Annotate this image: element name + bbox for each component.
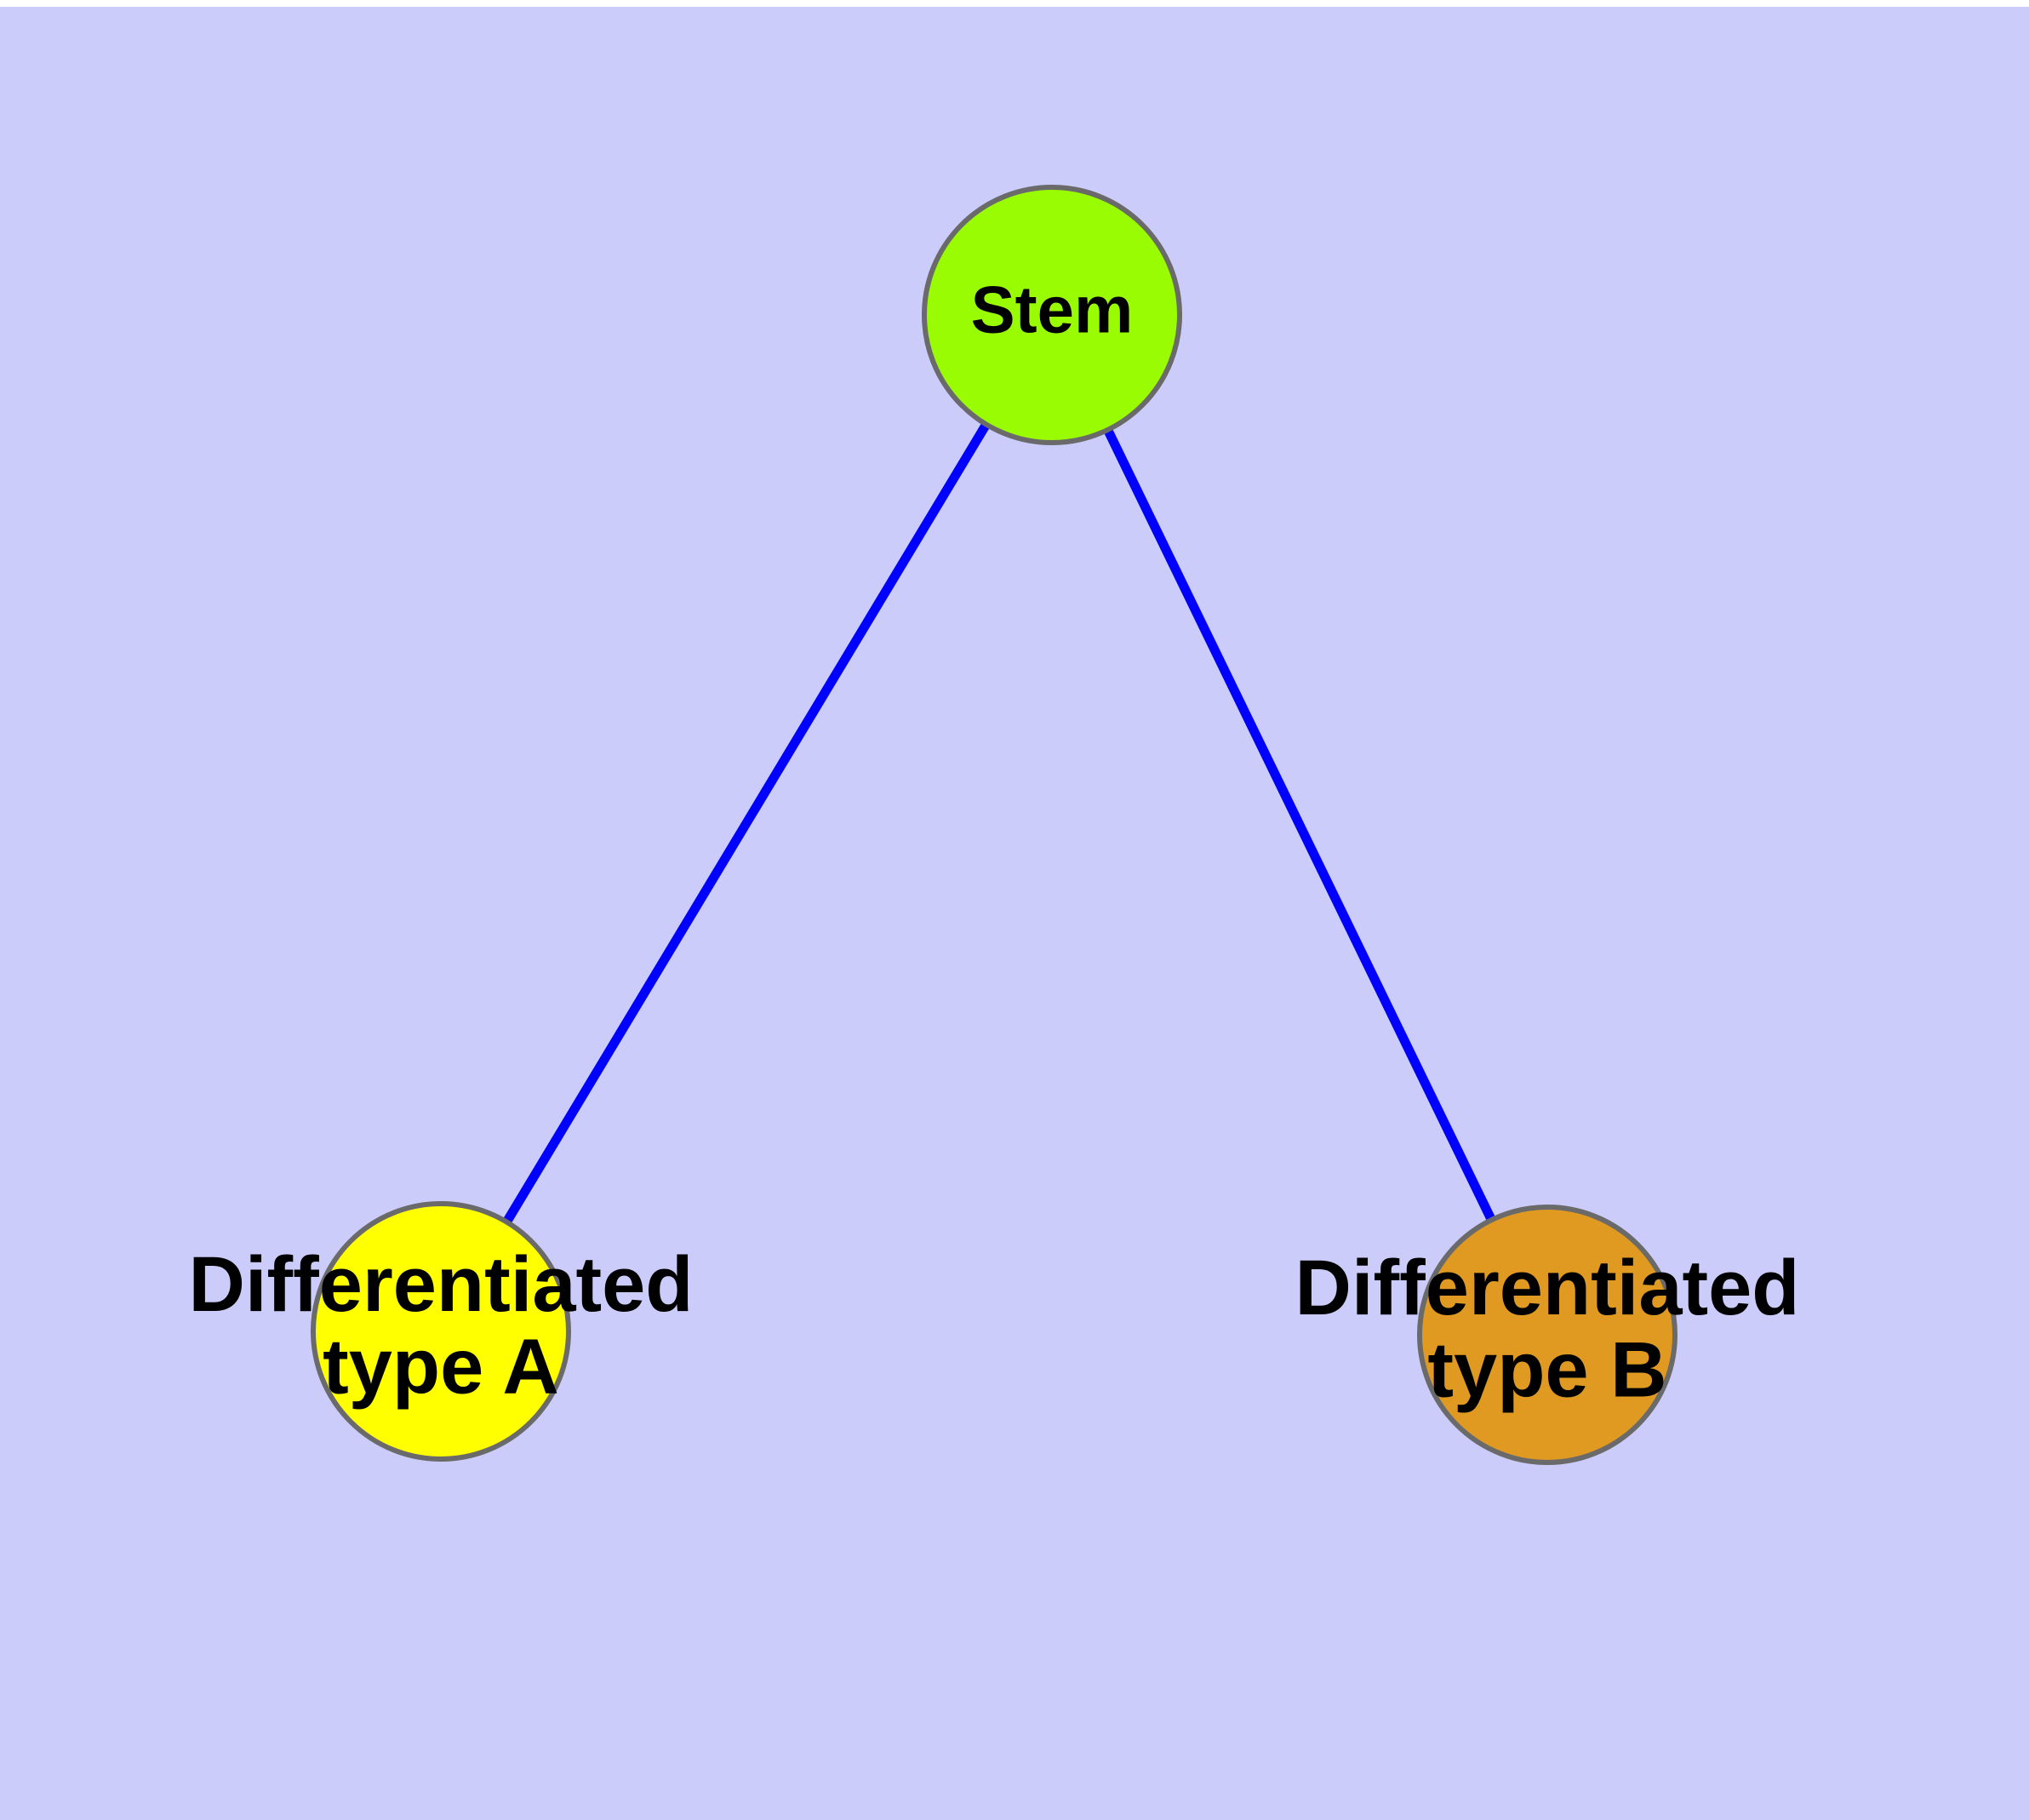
node-stem-label: Stem — [971, 272, 1134, 347]
node-differentiated-type-b-label-line1: Differentiated — [1295, 1245, 1800, 1331]
node-stem-circle[interactable] — [922, 185, 1182, 445]
node-differentiated-type-a-label-line1: Differentiated — [189, 1241, 694, 1328]
node-differentiated-type-a-circle[interactable] — [311, 1201, 571, 1462]
node-stem[interactable]: Stem — [922, 185, 1182, 445]
edge-stem-to-differentiated-type-a[interactable] — [500, 419, 992, 1228]
node-differentiated-type-b[interactable]: Differentiated type B — [1295, 1205, 1800, 1465]
node-differentiated-type-a[interactable]: Differentiated type A — [189, 1201, 694, 1462]
node-differentiated-type-b-circle[interactable] — [1417, 1205, 1677, 1465]
edge-layer — [500, 419, 1498, 1228]
node-differentiated-type-b-label-line2: type B — [1427, 1327, 1666, 1414]
node-layer: Stem Differentiated type A Differentiate… — [189, 185, 1800, 1465]
node-differentiated-type-a-label-line2: type A — [323, 1324, 559, 1411]
edge-stem-to-differentiated-type-b[interactable] — [1101, 424, 1498, 1226]
